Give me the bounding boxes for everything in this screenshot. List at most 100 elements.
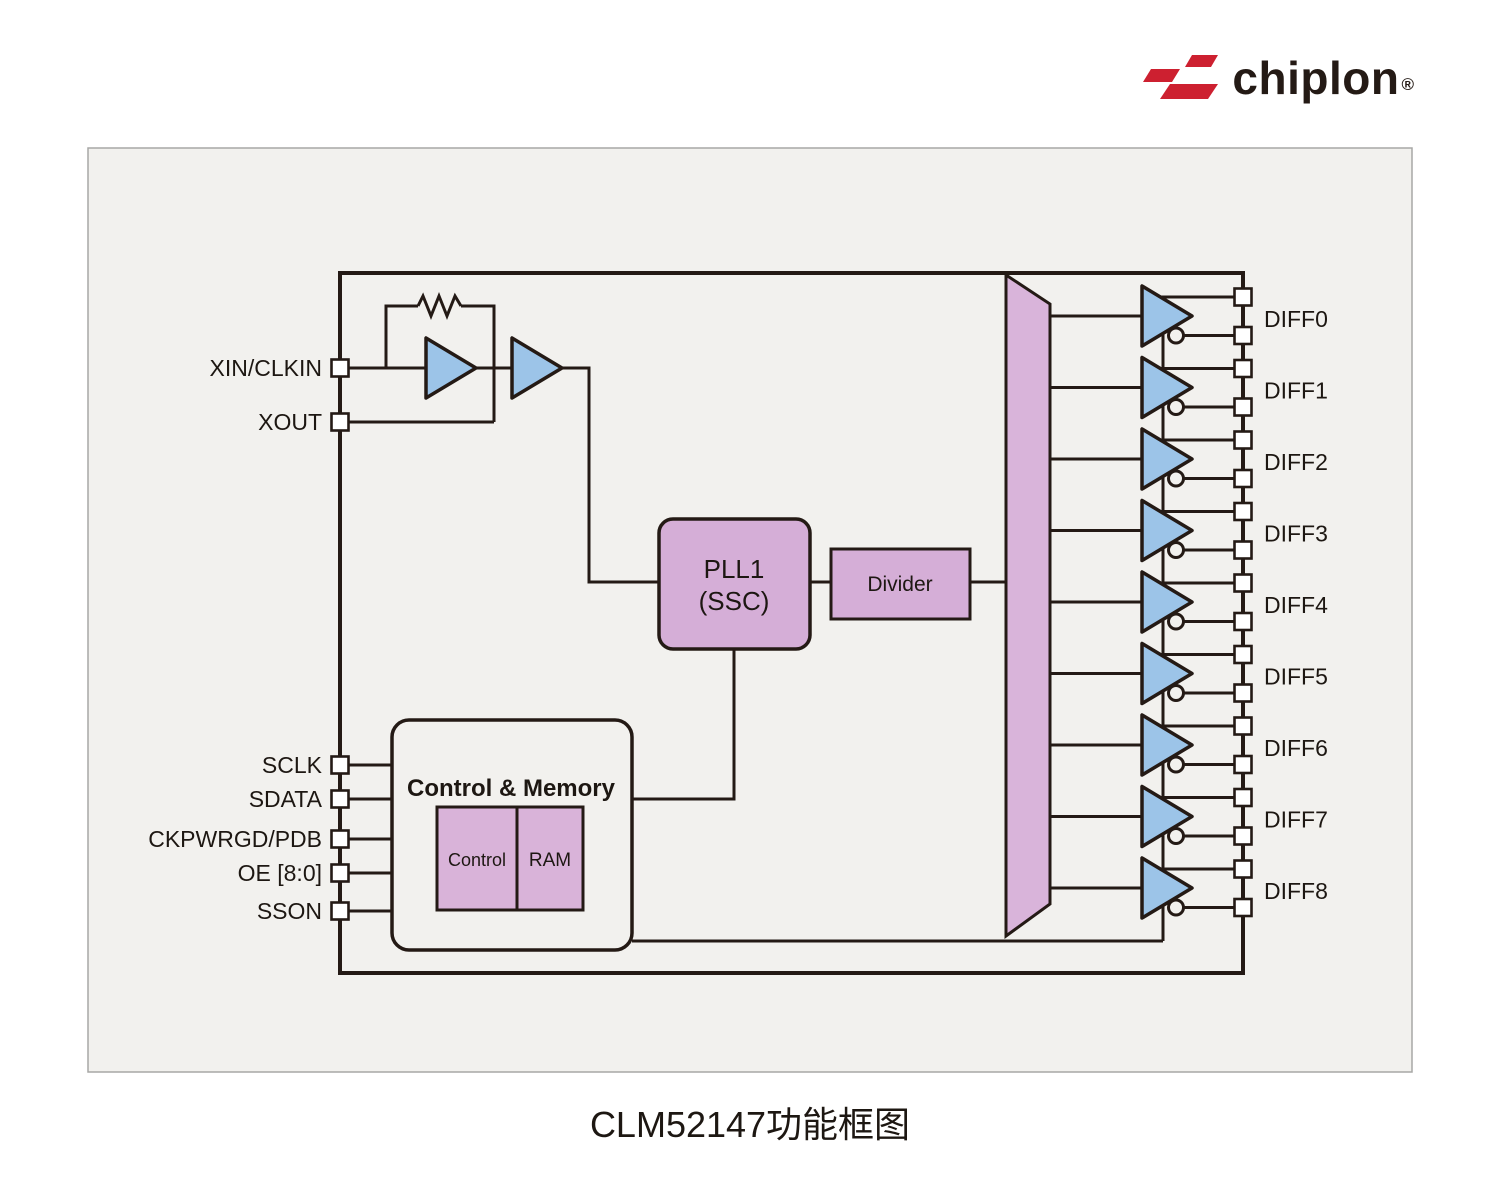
pin-label-oe: OE [8:0]	[238, 860, 322, 886]
left-pin-squares	[330, 358, 350, 921]
ram-label: RAM	[529, 850, 571, 871]
diff-output-label: DIFF6	[1264, 735, 1328, 761]
output-buffer-icon	[1140, 570, 1194, 634]
pin-diff-positive	[1233, 644, 1253, 665]
brand-logo-icon	[1143, 55, 1219, 99]
osc-buffer2-icon	[510, 336, 564, 400]
control-subblock	[435, 805, 519, 912]
inversion-bubble-icon	[1167, 755, 1185, 774]
pin-diff-positive	[1233, 287, 1253, 307]
inversion-bubble-icon	[1167, 326, 1185, 345]
diff-output-row: DIFF6	[1050, 713, 1328, 777]
output-buffer-icon	[1140, 355, 1194, 420]
output-buffer-icon	[1140, 856, 1194, 920]
pin-diff-negative	[1233, 611, 1253, 632]
pin-diff-positive	[1233, 358, 1253, 379]
wire-feedback-right	[461, 304, 496, 422]
inversion-bubble-icon	[1167, 684, 1185, 702]
pll1-label-line1: PLL1	[704, 554, 765, 584]
pin-diff-positive	[1233, 573, 1253, 593]
diff-output-label: DIFF7	[1264, 807, 1328, 833]
diff-output-label: DIFF5	[1264, 664, 1328, 690]
pin-label-xin: XIN/CLKIN	[210, 355, 322, 381]
pin-diff-positive	[1233, 716, 1253, 736]
pin-diff-negative	[1233, 397, 1253, 417]
pin-diff-negative	[1233, 826, 1253, 846]
output-buffer-icon	[1140, 784, 1194, 849]
diff-output-row: DIFF7	[1050, 784, 1328, 849]
pin-diff-negative	[1233, 468, 1253, 489]
diff-output-label: DIFF1	[1264, 378, 1328, 404]
inversion-bubble-icon	[1167, 469, 1185, 488]
logo-shape-top	[1185, 55, 1219, 67]
logo-shape-middle	[1143, 69, 1181, 82]
pin-oe	[330, 863, 350, 883]
wires	[348, 291, 1165, 943]
pin-diff-negative	[1233, 754, 1253, 775]
pin-diff-negative	[1233, 540, 1253, 560]
pin-label-sclk: SCLK	[262, 752, 323, 778]
wire-osc-to-pll	[562, 366, 659, 584]
diff-output-row: DIFF1	[1050, 355, 1328, 420]
left-pin-labels: XIN/CLKIN XOUT SCLK SDATA CKPWRGD/PDB OE…	[148, 355, 322, 924]
output-buffer-icon	[1140, 427, 1194, 491]
pin-label-xout: XOUT	[258, 409, 322, 435]
diff-output-row: DIFF8	[1050, 856, 1328, 920]
pin-sdata	[330, 789, 350, 809]
diff-output-rows: DIFF0DIFF1DIFF2DIFF3DIFF4DIFF5DIFF6DIFF7…	[1050, 284, 1328, 920]
pin-label-sson: SSON	[257, 898, 322, 924]
pin-diff-negative	[1233, 897, 1253, 918]
output-buffer-icon	[1140, 284, 1194, 348]
pin-diff-positive	[1233, 501, 1253, 522]
pin-diff-negative	[1233, 325, 1253, 346]
inversion-bubble-icon	[1167, 612, 1185, 631]
osc-buffer1-icon	[424, 336, 478, 400]
pin-label-sdata: SDATA	[249, 786, 323, 812]
wire-pll-to-control	[632, 649, 736, 801]
diff-output-row: DIFF0	[1050, 284, 1328, 348]
ram-subblock	[515, 805, 585, 912]
control-memory-title: Control & Memory	[407, 775, 616, 802]
registered-mark: ®	[1401, 74, 1414, 94]
pin-sclk	[330, 755, 350, 775]
figure-caption: CLM52147功能框图	[590, 1104, 910, 1145]
pin-diff-positive	[1233, 859, 1253, 879]
oscillator	[424, 336, 564, 400]
diff-output-row: DIFF2	[1050, 427, 1328, 491]
diff-output-label: DIFF3	[1264, 521, 1328, 547]
output-mux	[1004, 272, 1052, 939]
pin-xout	[330, 412, 350, 432]
pll1-label-line2: (SSC)	[699, 586, 770, 616]
wire-feedback-left	[384, 304, 418, 368]
brand-name: chiplon	[1232, 52, 1400, 104]
diff-output-label: DIFF2	[1264, 449, 1328, 475]
diff-output-label: DIFF8	[1264, 878, 1328, 904]
left-pins: XIN/CLKIN XOUT SCLK SDATA CKPWRGD/PDB OE…	[148, 355, 350, 924]
pin-label-ckpwrgd: CKPWRGD/PDB	[148, 826, 322, 852]
pin-diff-positive	[1233, 787, 1253, 808]
control-label: Control	[448, 850, 506, 870]
diff-output-row: DIFF3	[1050, 498, 1328, 563]
diff-output-label: DIFF0	[1264, 306, 1328, 332]
brand-logo: chiplon®	[1140, 52, 1414, 104]
diff-output-row: DIFF4	[1050, 570, 1328, 634]
inversion-bubble-icon	[1167, 898, 1185, 917]
output-buffer-icon	[1140, 713, 1194, 777]
pll1-block	[657, 517, 812, 651]
pin-diff-negative	[1233, 683, 1253, 703]
resistor-icon	[416, 291, 463, 321]
divider-block	[829, 547, 972, 621]
pin-ckpwrgd	[330, 829, 350, 849]
pin-xin	[330, 358, 350, 378]
output-buffer-icon	[1140, 641, 1194, 706]
pin-sson	[330, 901, 350, 921]
inversion-bubble-icon	[1167, 398, 1185, 416]
output-buffer-icon	[1140, 498, 1194, 563]
inversion-bubble-icon	[1167, 541, 1185, 559]
logo-shape-bottom	[1160, 84, 1219, 99]
diff-output-label: DIFF4	[1264, 592, 1328, 618]
pin-diff-positive	[1233, 430, 1253, 450]
divider-label: Divider	[867, 573, 932, 596]
diff-output-row: DIFF5	[1050, 641, 1328, 706]
